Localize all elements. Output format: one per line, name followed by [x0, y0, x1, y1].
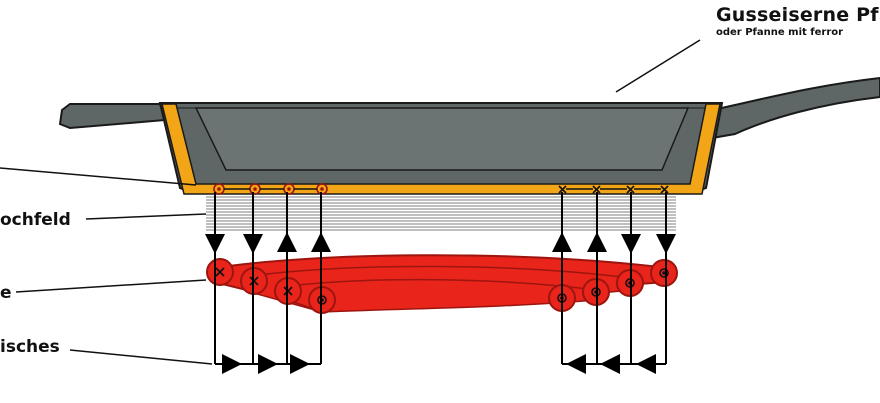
- field-lines-right: [552, 192, 676, 374]
- label-spule: e: [0, 283, 12, 303]
- field-lines-left: [205, 192, 331, 374]
- diagram-subtitle: oder Pfanne mit ferror: [716, 27, 844, 38]
- pan-left-handle: [58, 103, 167, 130]
- hob-surface: [206, 196, 676, 231]
- pan-inner: [194, 107, 690, 171]
- label-field: isches: [0, 337, 60, 357]
- ferro-layer: [161, 103, 721, 195]
- pan-right-handle: [711, 76, 880, 140]
- diagram-title: Gusseiserne Pf: [716, 4, 879, 26]
- leader-lines: [0, 39, 701, 365]
- label-kochfeld: ochfeld: [0, 210, 71, 230]
